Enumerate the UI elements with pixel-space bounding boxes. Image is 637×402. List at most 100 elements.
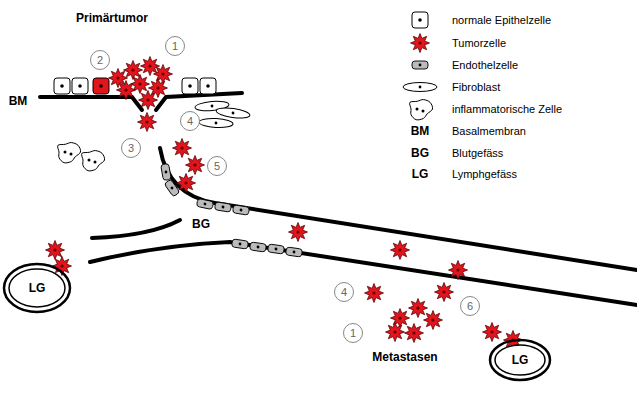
epithelial-cell — [72, 78, 88, 94]
vessel-label: LG — [512, 353, 529, 367]
endothelial-cell — [214, 202, 231, 212]
cell-nucleus — [372, 291, 375, 294]
tumor-cell — [411, 34, 430, 53]
cell-nucleus — [398, 316, 401, 319]
inflammatory-cell — [410, 100, 433, 120]
tumor-cell — [435, 283, 454, 302]
tumor-cell — [139, 91, 158, 110]
cell-nucleus — [138, 82, 141, 85]
legend-text: normale Epithelzelle — [452, 14, 551, 27]
cell-nucleus — [418, 18, 422, 22]
tumor-cell — [186, 156, 205, 175]
vessel-wall — [92, 220, 180, 238]
cell-nucleus — [206, 84, 210, 88]
tumor-cell — [409, 299, 428, 318]
endothelial-cell — [196, 198, 213, 209]
tumor-cell — [365, 284, 384, 303]
cell-nucleus — [180, 146, 183, 149]
epithelial-cell — [93, 78, 109, 94]
cell-nucleus — [490, 330, 493, 333]
vessel-label: LG — [29, 281, 46, 295]
callout-number: 1 — [165, 36, 185, 56]
epithelial-cell — [200, 78, 216, 94]
endothelial-cell — [412, 61, 428, 69]
legend-text: Endothelzelle — [452, 59, 518, 72]
cell-nucleus — [398, 248, 401, 251]
cell-nucleus — [60, 264, 63, 267]
vessel-wall — [160, 148, 637, 270]
cell-nucleus — [418, 41, 421, 44]
epithelial-cell — [412, 12, 428, 28]
legend-key: BG — [411, 146, 429, 160]
tumor-cell — [449, 261, 468, 280]
cell-nucleus — [431, 318, 434, 321]
endothelial-cell — [161, 163, 172, 180]
callout-number: 4 — [334, 282, 354, 302]
endothelial-cell — [250, 242, 267, 252]
legend-text: inflammatorische Zelle — [452, 103, 562, 116]
epithelial-cell — [182, 78, 198, 94]
cell-nucleus — [99, 84, 103, 88]
tumor-cell — [386, 323, 405, 342]
cell-nucleus — [161, 72, 164, 75]
abbreviation: BM — [9, 94, 28, 108]
callout-number: 6 — [460, 296, 480, 316]
cell-nucleus — [296, 230, 299, 233]
legend-text: Blutgefäss — [452, 147, 503, 160]
callout-number: 4 — [180, 111, 200, 131]
cell-nucleus — [456, 268, 459, 271]
cell-nucleus — [60, 84, 64, 88]
endothelial-cell — [286, 247, 303, 257]
cell-nucleus — [184, 181, 187, 184]
legend-text: Basalmembran — [452, 125, 526, 138]
tumor-cell — [391, 309, 410, 328]
cell-nucleus — [442, 290, 445, 293]
legend-key: BM — [411, 124, 430, 138]
endothelial-cell — [164, 179, 180, 197]
cell-nucleus — [416, 306, 419, 309]
lymph-vessel: LG — [488, 338, 552, 382]
lymph-vessel: LG — [2, 262, 72, 314]
cell-nucleus — [156, 86, 159, 89]
tumor-cell — [173, 139, 192, 158]
cell-nucleus — [131, 68, 134, 71]
fibroblast — [199, 118, 233, 129]
cell-nucleus — [412, 331, 415, 334]
heading: Primärtumor — [76, 11, 148, 25]
endothelial-cell — [232, 239, 249, 249]
callout-number: 1 — [343, 323, 363, 343]
cell-nucleus — [53, 248, 56, 251]
cell-nucleus — [146, 98, 149, 101]
callout-number: 2 — [90, 50, 110, 70]
tumor-cell — [154, 65, 173, 84]
cell-nucleus — [148, 64, 151, 67]
epithelial-cell — [54, 78, 70, 94]
fibroblast — [216, 106, 251, 120]
cell-nucleus — [393, 330, 396, 333]
cell-nucleus — [78, 84, 82, 88]
tumor-cell — [424, 311, 443, 330]
legend-key: LG — [412, 167, 429, 181]
inflammatory-cell — [58, 143, 81, 163]
tumor-cell — [483, 323, 502, 342]
callout-number: 5 — [207, 156, 227, 176]
fibroblast — [403, 83, 437, 92]
abbreviation: BG — [192, 217, 210, 231]
tumor-cell — [138, 113, 157, 132]
tumor-cell — [405, 324, 424, 343]
legend-text: Lymphgefäss — [452, 168, 517, 181]
callout-number: 3 — [121, 138, 141, 158]
legend-text: Fibroblast — [452, 81, 500, 94]
cell-nucleus — [188, 84, 192, 88]
tumor-cell — [391, 241, 410, 260]
inflammatory-cell — [82, 151, 105, 171]
tumor-cell — [289, 223, 308, 242]
endothelial-cell — [268, 244, 285, 254]
tumor-cell — [177, 174, 196, 193]
cell-nucleus — [145, 120, 148, 123]
heading: Metastasen — [372, 350, 437, 364]
basement-membrane — [40, 97, 142, 110]
vessel-wall — [90, 242, 637, 305]
tumor-cell — [117, 81, 136, 100]
